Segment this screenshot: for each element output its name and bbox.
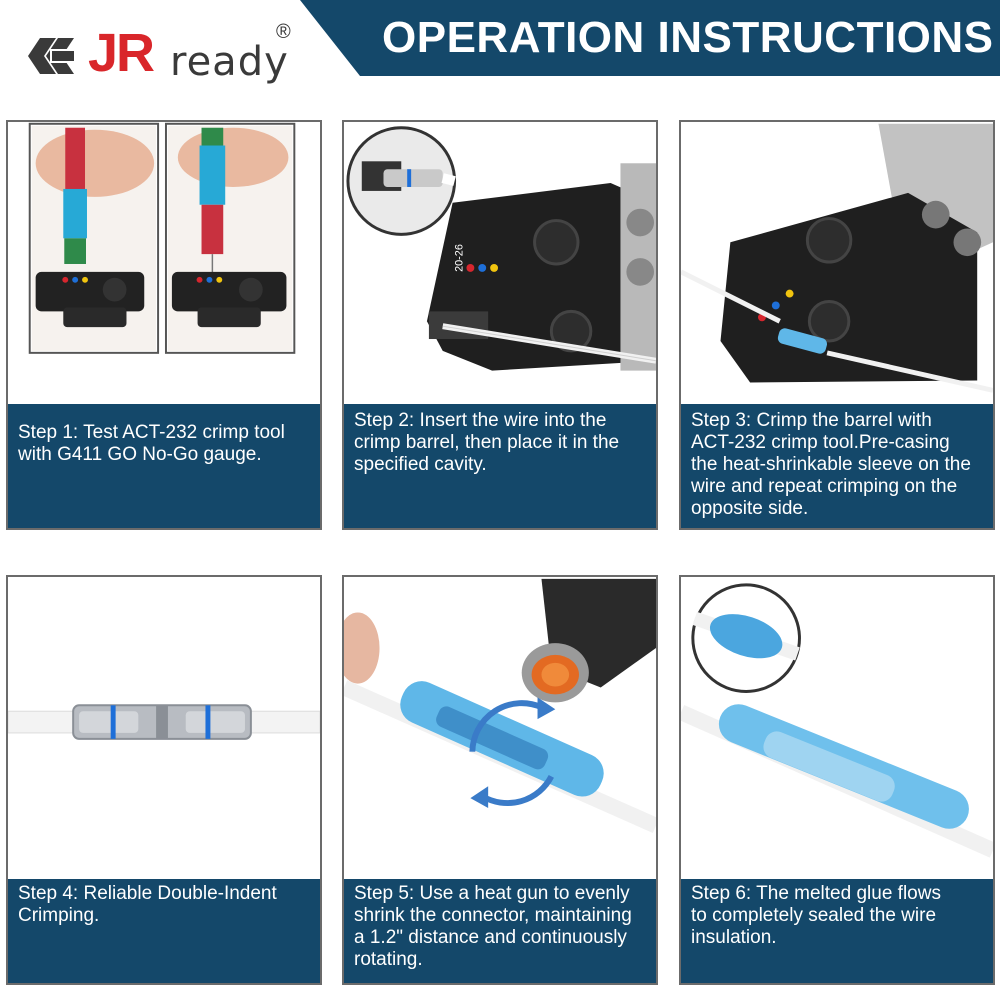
step-2-line: Step 2: Insert the wire into the [354, 410, 607, 431]
step-1-line: Step 1: Test ACT-232 crimp tool [18, 422, 285, 443]
step-4-line: Step 4: Reliable Double-Indent [18, 883, 277, 904]
step-5-caption: Step 5: Use a heat gun to evenly shrink … [344, 879, 656, 983]
step-4-caption: Step 4: Reliable Double-Indent Crimping. [8, 879, 320, 983]
registered-mark: ® [276, 21, 291, 43]
step-6-line: Step 6: The melted glue flows [691, 883, 941, 904]
step-1-caption: Step 1: Test ACT-232 crimp tool with G41… [8, 404, 320, 528]
step-3-caption: Step 3: Crimp the barrel with ACT-232 cr… [681, 404, 993, 528]
step-5-line: Step 5: Use a heat gun to evenly [354, 883, 630, 904]
step-3-panel: Step 3: Crimp the barrel with ACT-232 cr… [679, 120, 995, 530]
step-6-line: to completely sealed the wire [691, 905, 937, 926]
gauge-label: 20-26 [453, 244, 465, 272]
step-5-line: a 1.2" distance and continuously [354, 927, 627, 948]
step-3-line: wire and repeat crimping on the [691, 476, 958, 497]
step-5-panel: Step 5: Use a heat gun to evenly shrink … [342, 575, 658, 985]
double-indent-crimp-illustration [8, 578, 320, 878]
step-4-line: Crimping. [18, 905, 100, 926]
brand-ready: ready [170, 39, 289, 85]
step-3-line: opposite side. [691, 498, 809, 519]
step-6-caption: Step 6: The melted glue flows to complet… [681, 879, 993, 983]
step-6-panel: Step 6: The melted glue flows to complet… [679, 575, 995, 985]
step-2-panel: 20-26 Step 2: Insert the wire into the c… [342, 120, 658, 530]
sealed-connector-illustration [681, 578, 993, 878]
step-6-line: insulation. [691, 927, 777, 948]
header-banner: OPERATION INSTRUCTIONS [300, 0, 1000, 76]
step-3-line: ACT-232 crimp tool.Pre-casing [691, 432, 950, 453]
step-5-line: shrink the connector, maintaining [354, 905, 632, 926]
page-title: OPERATION INSTRUCTIONS [382, 13, 994, 62]
step-1-panel: Step 1: Test ACT-232 crimp tool with G41… [6, 120, 322, 530]
gauge-test-illustration [28, 122, 296, 354]
brand-jr: JR [88, 23, 155, 83]
step-2-caption: Step 2: Insert the wire into the crimp b… [344, 404, 656, 528]
step-1-line: with G411 GO No-Go gauge. [18, 444, 262, 465]
step-3-line: the heat-shrinkable sleeve on the [691, 454, 971, 475]
insert-wire-illustration: 20-26 [344, 123, 656, 403]
crimp-barrel-illustration [681, 123, 993, 403]
step-5-line: rotating. [354, 949, 423, 970]
step-2-line: crimp barrel, then place it in the [354, 432, 620, 453]
step-3-line: Step 3: Crimp the barrel with [691, 410, 932, 431]
heat-gun-illustration [344, 578, 656, 878]
brand-logo: JR ready ® [26, 22, 296, 92]
jr-logo-mark-icon [28, 38, 76, 74]
step-4-panel: Step 4: Reliable Double-Indent Crimping. [6, 575, 322, 985]
step-2-line: specified cavity. [354, 454, 487, 475]
